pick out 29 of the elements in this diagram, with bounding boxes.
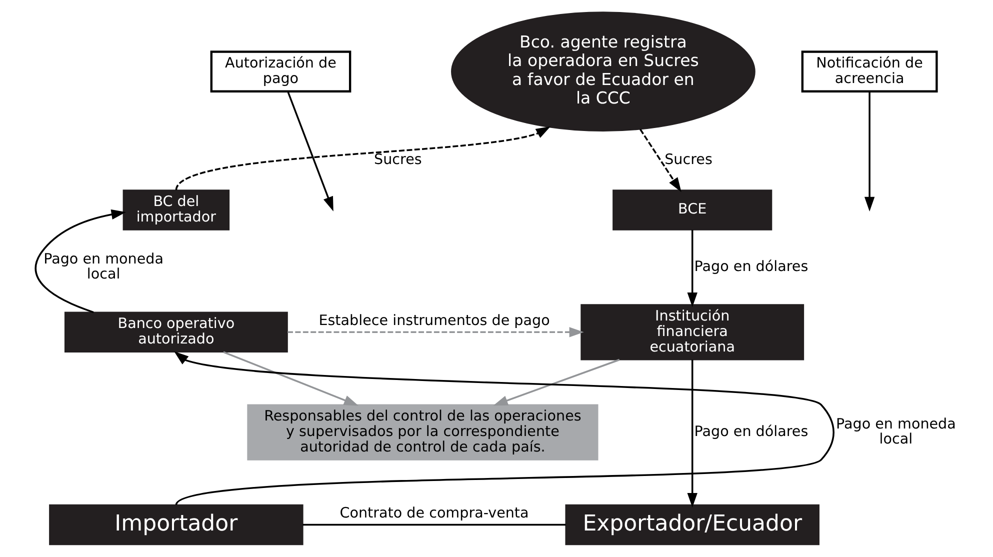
- node-box: Autorización de pago: [210, 50, 352, 92]
- edge-label: Pago en moneda local: [836, 416, 956, 448]
- arrow: [288, 327, 584, 338]
- arrow: [640, 128, 682, 192]
- edge-label: Pago en moneda local: [44, 251, 164, 283]
- edge-label: Sucres: [664, 152, 712, 168]
- edge-label: Contrato de compra-venta: [340, 505, 529, 522]
- node-box: Banco operativo autorizado: [64, 312, 288, 352]
- edge-label: Establece instrumentos de pago: [318, 312, 550, 329]
- edge-label: Pago en dólares: [694, 258, 808, 275]
- arrow: [223, 351, 359, 406]
- arrow: [687, 230, 698, 308]
- node-box: Importador: [49, 504, 304, 546]
- node-box: Responsables del control de las operaciones y supervisados por la correspondiente autoridad de control de cada país.: [247, 404, 598, 460]
- arrow: [34, 209, 126, 314]
- node-box: Exportador/Ecuador: [565, 504, 820, 546]
- node-ellipse: Bco. agente registra la operadora en Sucres a favor de Ecuador en la CCC: [451, 12, 756, 132]
- node-box: BC del importador: [122, 190, 230, 230]
- edge-label: Pago en dólares: [694, 424, 808, 440]
- arrow: [287, 91, 334, 212]
- arrow: [493, 358, 620, 406]
- node-box: Notificación de acreencia: [801, 50, 938, 92]
- arrow: [174, 351, 834, 506]
- arrow: [864, 92, 875, 212]
- connector: [302, 524, 566, 526]
- edge-label: Sucres: [374, 152, 422, 168]
- node-box: BCE: [612, 190, 772, 230]
- node-box: Institución financiera ecuatoriana: [580, 304, 804, 360]
- arrow: [687, 360, 698, 508]
